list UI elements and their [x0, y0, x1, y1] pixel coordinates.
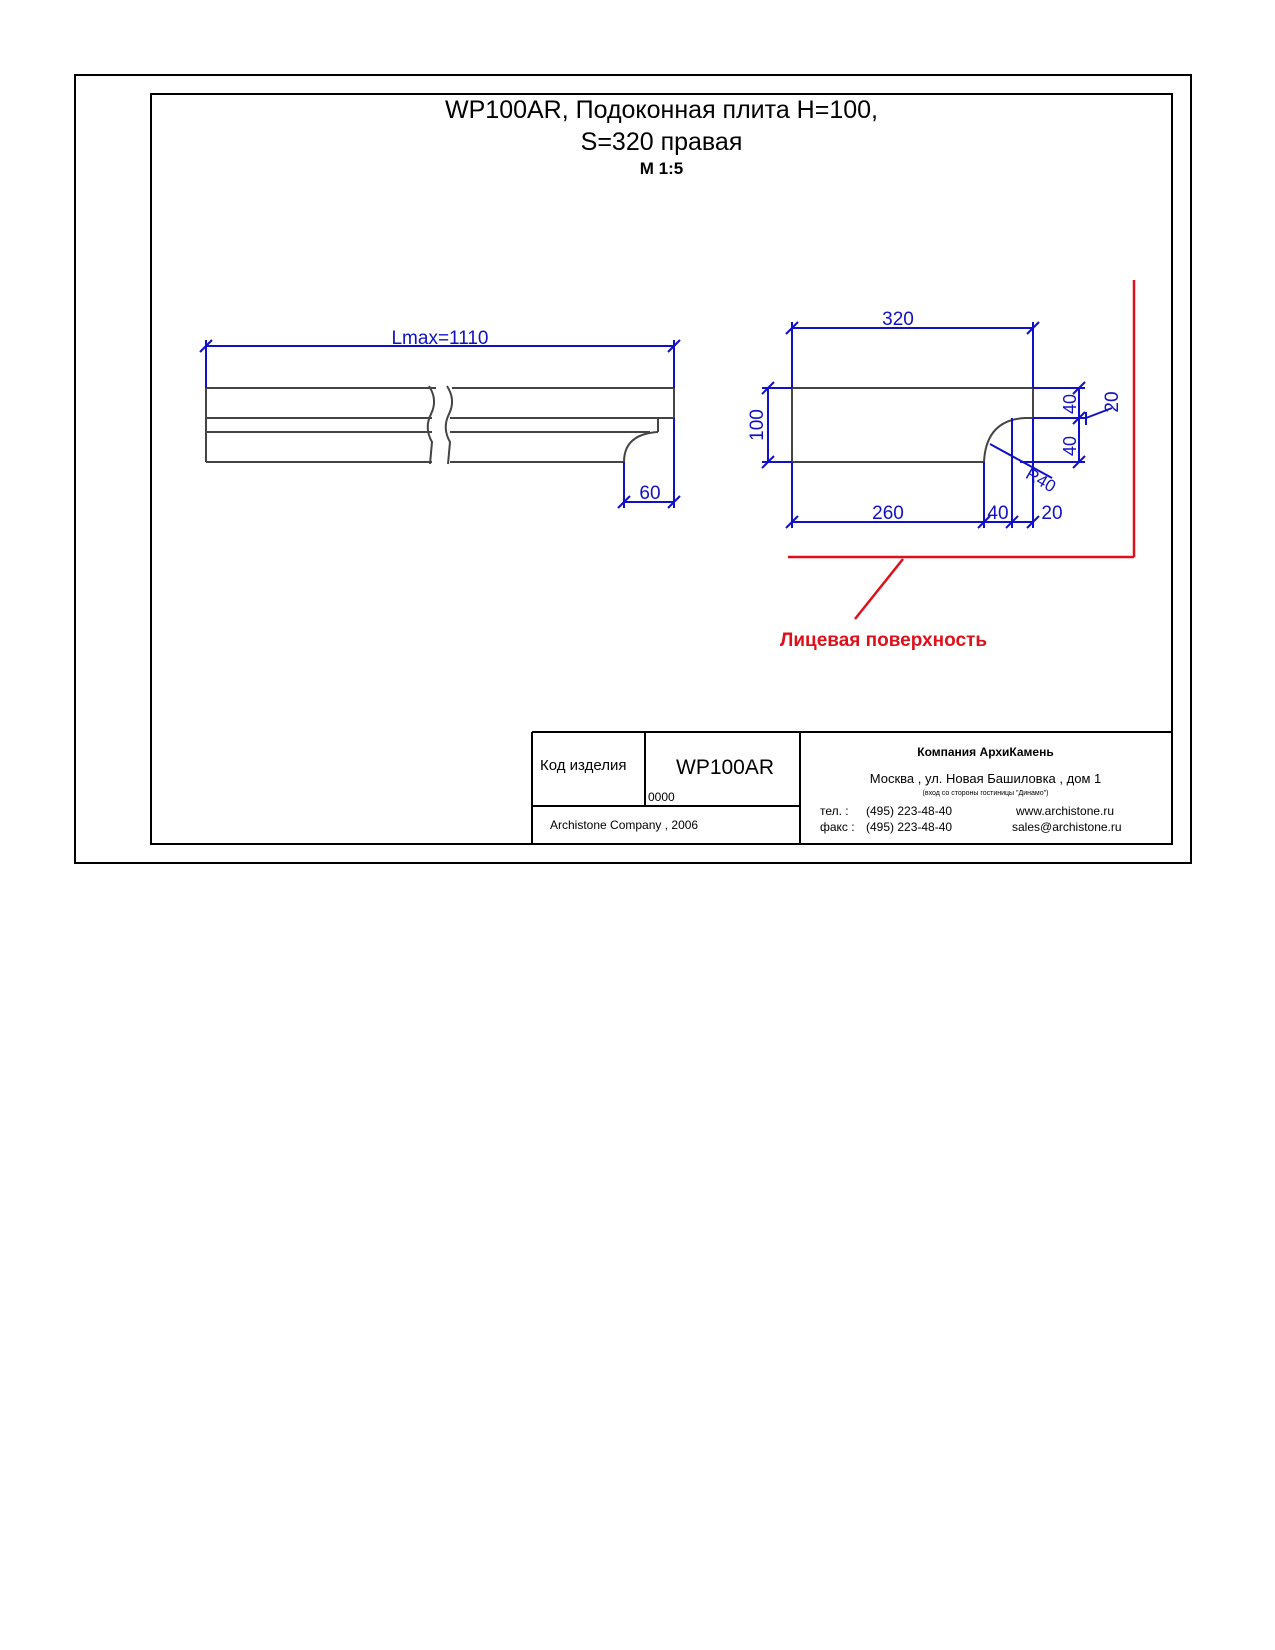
bottom-tick-0 — [785, 515, 799, 529]
bottom-dim-2-label: 40 — [987, 503, 1008, 524]
front-view — [205, 385, 675, 465]
section-drip-radius — [983, 417, 1026, 463]
overhang-tick-right — [667, 495, 681, 509]
dim-top-right-label: 40 — [1060, 394, 1080, 414]
radius-label: R40 — [1022, 464, 1059, 496]
drawing-scale: M 1:5 — [639, 159, 684, 178]
fax-number: (495) 223-48-40 — [866, 820, 953, 834]
height-label: 100 — [747, 409, 768, 441]
width-tick-right — [1026, 321, 1040, 335]
bottom-tick-1 — [977, 515, 991, 529]
drawing-number: 0000 — [648, 790, 675, 804]
length-tick-left — [199, 339, 213, 353]
front-break-line-left — [426, 385, 435, 465]
entrance-note: (вход со стороны гостиницы "Динамо") — [922, 790, 1049, 797]
height-tick-bottom — [761, 455, 775, 469]
width-tick-left — [785, 321, 799, 335]
length-tick-right — [667, 339, 681, 353]
section-dimensions — [761, 321, 1113, 529]
face-surface-label: Лицевая поверхность — [780, 630, 988, 651]
drawing-title-line-2: S=320 правая — [580, 128, 743, 156]
dim-outer-right-label: 20 — [1102, 391, 1123, 412]
right-tick-bottom — [1072, 455, 1086, 469]
radius-leader — [989, 443, 1053, 479]
product-code-label: Код изделия — [540, 757, 627, 774]
face-surface-marker — [788, 280, 1136, 620]
face-leader — [854, 558, 904, 620]
length-label: Lmax=1110 — [391, 328, 488, 349]
bottom-tick-3 — [1026, 515, 1040, 529]
drawing-title-line-1: WP100AR, Подоконная плита H=100, — [445, 96, 878, 124]
website-link[interactable]: www.archistone.ru — [1016, 804, 1115, 818]
phone-number: (495) 223-48-40 — [866, 804, 953, 818]
email-link[interactable]: sales@archistone.ru — [1012, 820, 1122, 834]
fax-label: факс : — [820, 820, 855, 834]
company-credit: Archistone Company , 2006 — [550, 818, 699, 832]
drawing-frame — [150, 93, 1173, 845]
outer-20-leader — [1085, 407, 1113, 419]
section-view — [791, 387, 1034, 463]
front-break-line-right — [444, 385, 453, 465]
right-tick-top — [1072, 381, 1086, 395]
product-code: WP100AR — [676, 756, 775, 779]
overhang-tick-left — [617, 495, 631, 509]
bottom-dim-1-label: 260 — [872, 503, 904, 524]
bottom-tick-2 — [1005, 515, 1019, 529]
front-drip-curve — [623, 431, 659, 463]
outer-sheet-frame — [74, 74, 1192, 864]
height-tick-top — [761, 381, 775, 395]
width-label: 320 — [882, 309, 914, 330]
phone-label: тел. : — [820, 804, 849, 818]
company-address: Москва , ул. Новая Башиловка , дом 1 — [869, 771, 1102, 786]
overhang-label: 60 — [639, 483, 660, 504]
dim-lower-right-label: 40 — [1060, 436, 1080, 456]
title-block-grid — [531, 731, 1171, 843]
bottom-dim-3-label: 20 — [1041, 503, 1062, 524]
front-view-dimensions — [199, 339, 681, 509]
right-tick-mid — [1072, 411, 1086, 425]
company-name: Компания АрхиКамень — [917, 745, 1054, 759]
